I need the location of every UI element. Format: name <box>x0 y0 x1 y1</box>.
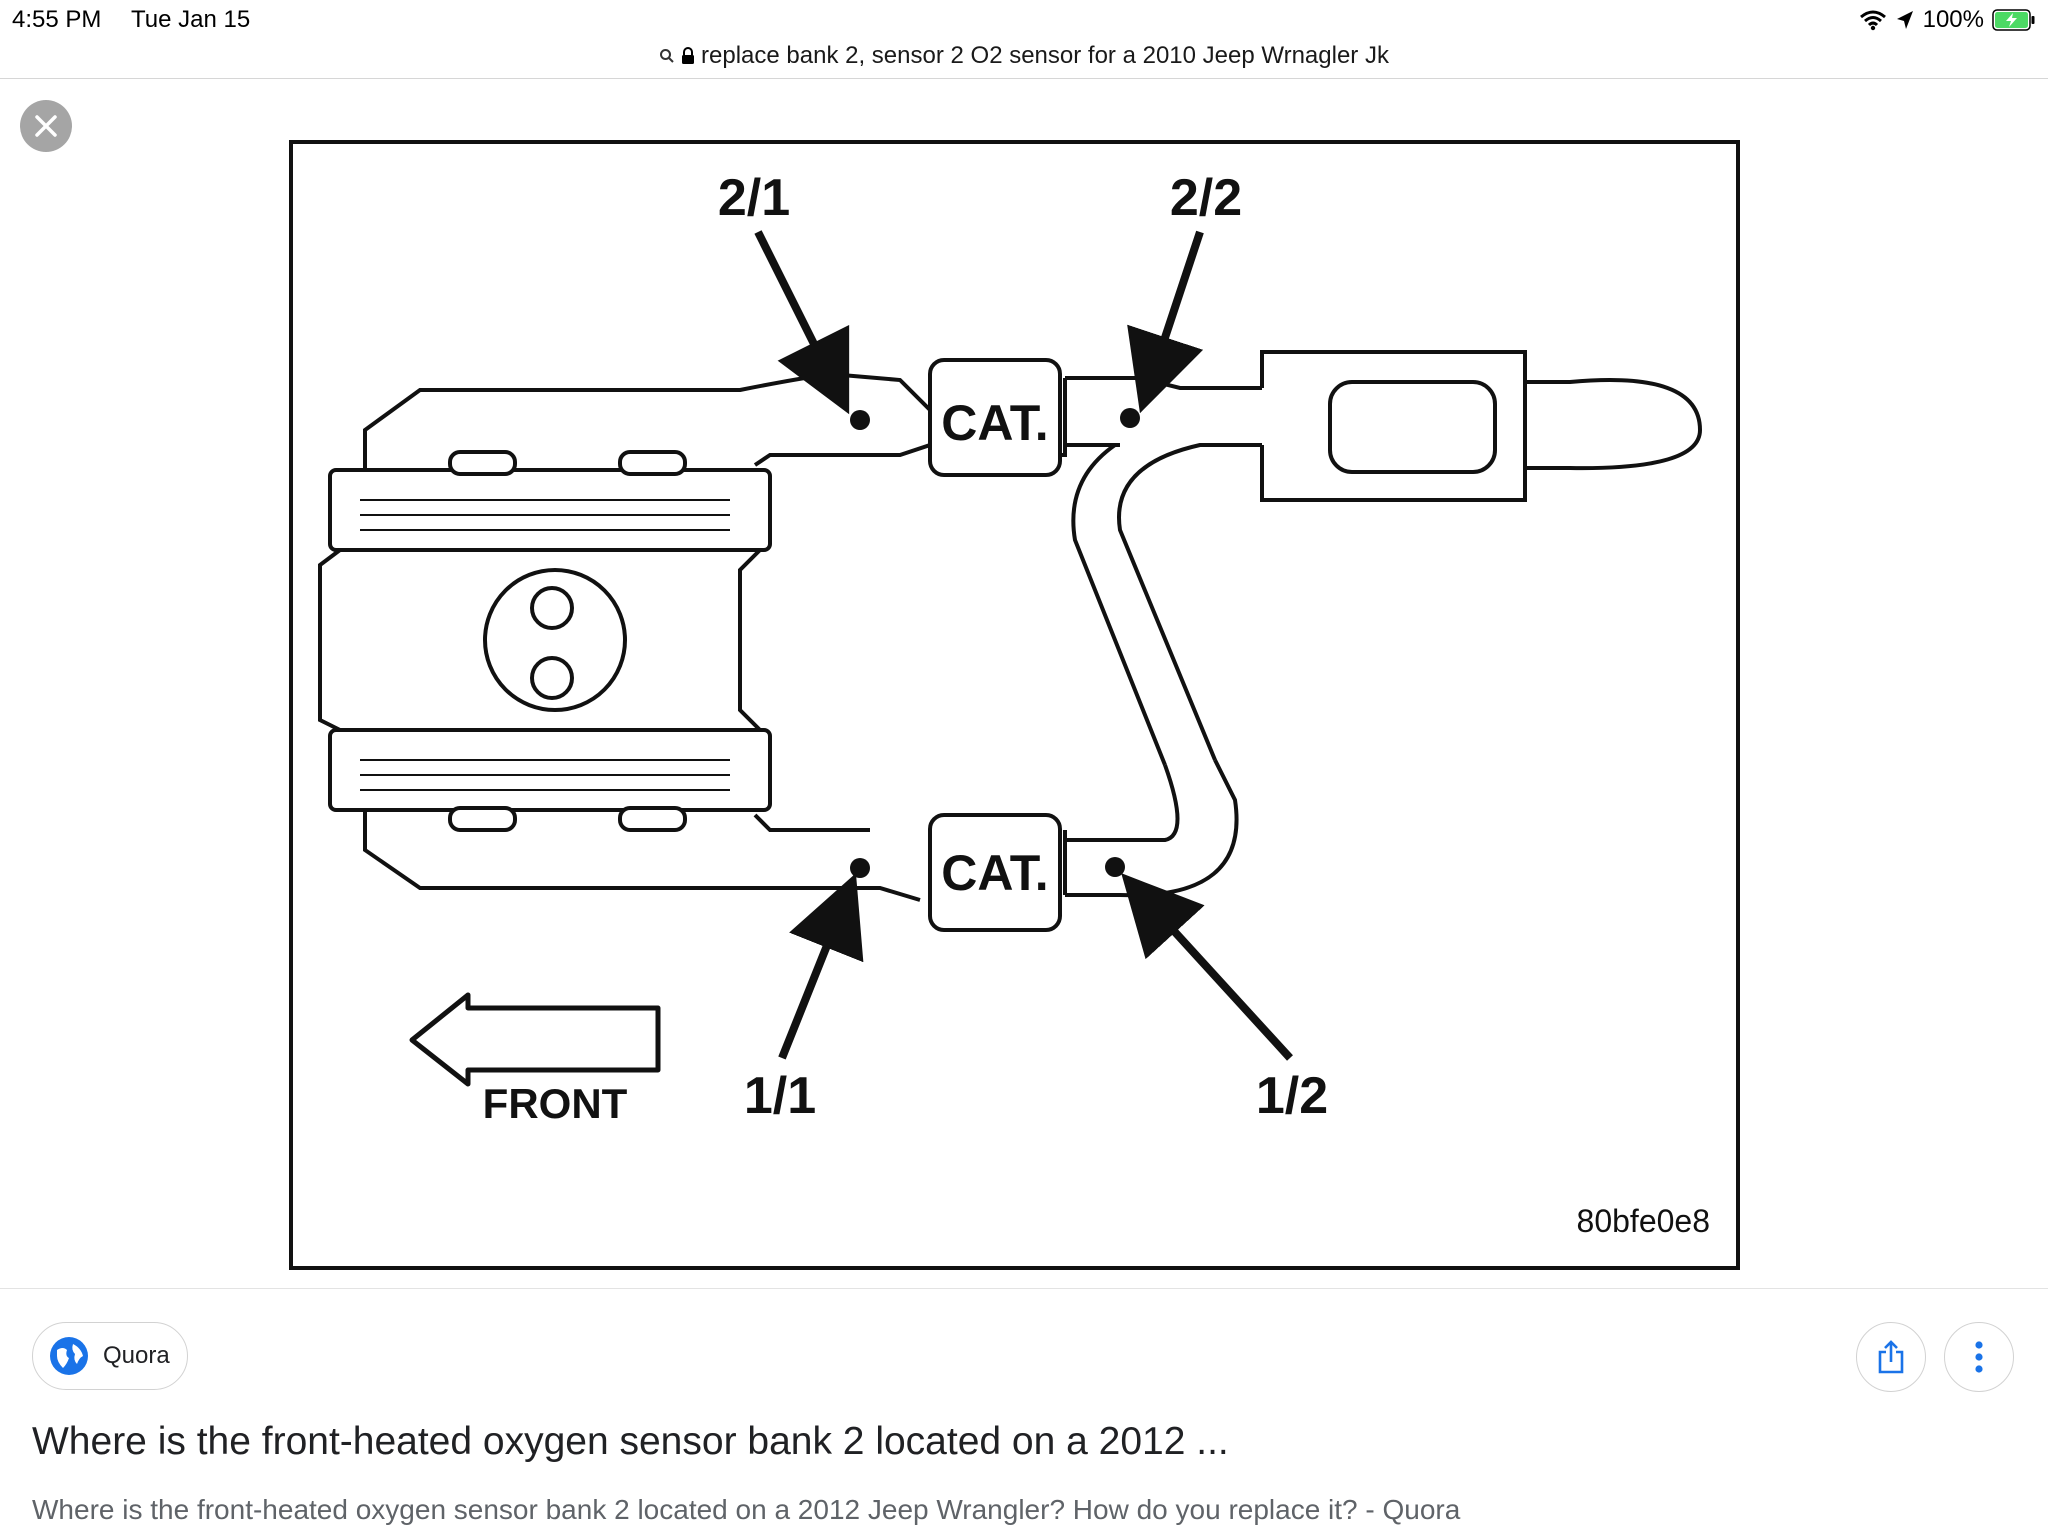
sensor-2-1-dot <box>850 410 870 430</box>
o2-sensor-diagram: CAT. CAT. 2/1 2/2 1/1 1/2 FRONT 80bfe0e8 <box>0 78 2048 1288</box>
battery-percent: 100% <box>1922 6 1984 33</box>
arrow-2-2 <box>1127 230 1204 414</box>
source-chip[interactable]: Quora <box>32 1322 188 1390</box>
lock-icon <box>682 47 695 64</box>
cat-top-label: CAT. <box>941 395 1048 451</box>
arrow-1-2 <box>1121 873 1293 1061</box>
wifi-icon <box>1859 10 1886 31</box>
status-time: 4:55 PM <box>12 6 102 33</box>
address-query: replace bank 2, sensor 2 O2 sensor for a… <box>701 42 1389 69</box>
battery-icon <box>1992 9 2035 31</box>
share-icon <box>1878 1340 1904 1374</box>
close-button[interactable] <box>20 100 72 152</box>
share-button[interactable] <box>1856 1322 1926 1392</box>
label-1-1: 1/1 <box>744 1067 816 1125</box>
status-bar: 4:55 PM Tue Jan 15 100% <box>0 0 2048 40</box>
sensor-2-2-dot <box>1120 408 1140 428</box>
front-arrow <box>409 992 661 1087</box>
result-title[interactable]: Where is the front-heated oxygen sensor … <box>32 1420 1229 1463</box>
engine-block <box>318 450 772 832</box>
status-date: Tue Jan 15 <box>131 6 251 33</box>
globe-icon <box>50 1337 88 1375</box>
divider <box>0 1288 2048 1289</box>
sensor-1-1-dot <box>850 858 870 878</box>
result-description: Where is the front-heated oxygen sensor … <box>32 1494 1461 1525</box>
more-vert-icon <box>1975 1341 1983 1373</box>
cat-bottom-label: CAT. <box>941 845 1048 901</box>
more-options-button[interactable] <box>1944 1322 2014 1392</box>
label-2-2: 2/2 <box>1170 169 1242 227</box>
label-front: FRONT <box>483 1080 628 1127</box>
sensor-1-2-dot <box>1105 857 1125 877</box>
location-arrow-icon <box>1896 11 1913 29</box>
source-name: Quora <box>103 1342 170 1369</box>
close-icon <box>35 115 57 137</box>
figure-code: 80bfe0e8 <box>1577 1203 1710 1239</box>
status-right: 100% <box>1859 6 2036 34</box>
arrow-2-1 <box>754 230 850 415</box>
cat-top-box <box>928 358 1062 477</box>
search-icon <box>660 49 674 63</box>
label-1-2: 1/2 <box>1256 1067 1328 1125</box>
label-2-1: 2/1 <box>718 169 790 227</box>
arrow-1-1 <box>778 873 864 1060</box>
address-bar[interactable]: replace bank 2, sensor 2 O2 sensor for a… <box>0 38 2048 79</box>
cat-bottom-box <box>928 813 1062 932</box>
